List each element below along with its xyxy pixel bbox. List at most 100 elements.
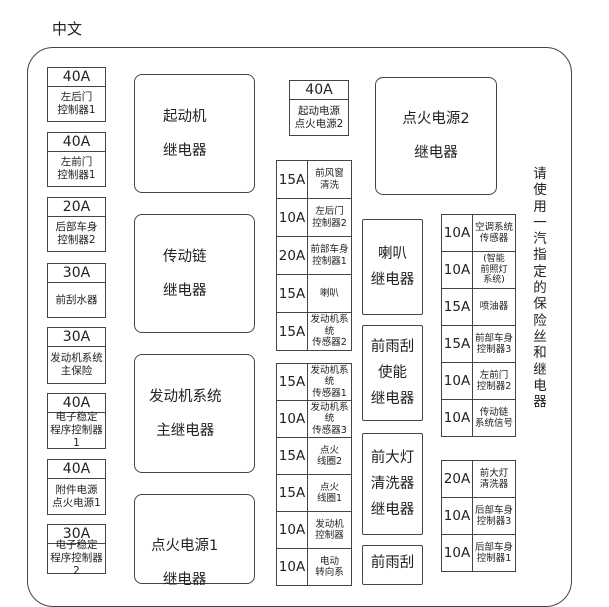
horn-relay: 喇叭 继电器	[362, 219, 423, 315]
fuse-rating: 40A	[48, 460, 105, 479]
headlamp-washer-relay: 前大灯 清洗器 继电器	[362, 433, 423, 535]
fuse-rating: 15A	[442, 289, 473, 325]
fuse-rating: 15A	[442, 326, 473, 362]
fuse-left-2: 40A 左前门 控制器1	[47, 132, 106, 187]
fuse-label: 前风窗 清洗	[315, 168, 344, 191]
drivetrain-relay: 传动链 继电器	[134, 214, 255, 333]
fuse-rating: 40A	[290, 81, 348, 100]
fuse-label: 起动电源 点火电源2	[294, 104, 344, 130]
fuse-label: 后部车身 控制器2	[55, 221, 98, 246]
fuse-rating: 10A	[277, 401, 308, 437]
usage-note: 请使用一汽指定的保险丝和继电器	[533, 166, 547, 411]
ignition2-relay: 点火电源2 继电器	[375, 77, 497, 195]
wiper-enable-relay: 前雨刮 使能 继电器	[362, 325, 423, 421]
fuse-label: 发动机 控制器	[315, 518, 344, 542]
fuse-left-7: 40A 附件电源 点火电源1	[47, 459, 106, 515]
fuse-label: 电子稳定 程序控制器2	[50, 539, 103, 577]
fuse-label: 发动机系统 传感器3	[310, 401, 349, 436]
fuse-rating: 15A	[277, 364, 308, 400]
fuse-row: 15A 点火 线圈1	[276, 474, 352, 512]
fuse-label: 发动机系统 主保险	[50, 352, 103, 377]
fuse-rating: 40A	[48, 68, 105, 87]
fuse-label: 左后门 控制器1	[57, 91, 96, 116]
fuse-rating: 15A	[277, 275, 308, 312]
fuse-label: 电子稳定 程序控制器1	[50, 411, 103, 449]
fuse-left-5: 30A 发动机系统 主保险	[47, 327, 106, 384]
fuse-rating: 10A	[442, 400, 473, 436]
fuse-label: 空调系统 传感器	[474, 221, 513, 245]
fuse-rating: 10A	[442, 215, 473, 251]
fuse-rating: 40A	[48, 133, 105, 152]
fuse-rating: 15A	[277, 475, 308, 511]
fuse-label: 前刮水器	[55, 293, 98, 306]
fuse-rating: 30A	[48, 525, 105, 544]
fuse-rating: 10A	[442, 363, 473, 399]
ignition1-relay: 点火电源1 继电器	[134, 494, 255, 588]
fuse-label: 附件电源 点火电源1	[52, 483, 101, 509]
fuse-row: 15A 喇叭	[276, 274, 352, 313]
fuse-rating: 10A	[277, 199, 308, 236]
fuse-rating: 10A	[442, 535, 473, 571]
fuse-label: 后部车身 控制器1	[474, 541, 513, 565]
fuse-rating: 10A	[442, 252, 473, 288]
fuse-rating: 40A	[48, 394, 105, 413]
fuse-label: (智能 前照灯 系统)	[480, 254, 508, 286]
engine-main-relay: 发动机系统 主继电器	[134, 354, 255, 473]
fuse-row: 15A 喷油器	[441, 288, 516, 326]
fuse-rating: 15A	[277, 438, 308, 474]
fuse-left-1: 40A 左后门 控制器1	[47, 67, 106, 122]
fuse-label: 点火 线圈1	[316, 481, 343, 505]
fuse-label: 喷油器	[479, 301, 509, 313]
fuse-label: 喇叭	[319, 287, 339, 299]
fuse-label: 传动链 系统信号	[474, 406, 513, 430]
fuse-row: 10A 发动机 控制器	[276, 511, 352, 549]
fuse-label: 前部车身 控制器1	[310, 244, 349, 267]
fuse-rating: 20A	[277, 237, 308, 274]
fuse-label: 点火 线圈2	[316, 444, 343, 468]
fuse-left-4: 30A 前刮水器	[47, 263, 106, 318]
fuse-rating: 30A	[48, 328, 105, 347]
language-label: 中文	[52, 20, 83, 38]
fuse-left-3: 20A 后部车身 控制器2	[47, 197, 106, 252]
fuse-label: 发动机系统 传感器1	[310, 364, 349, 399]
fuse-rating: 30A	[48, 264, 105, 283]
fuse-label: 左后门 控制器2	[312, 206, 347, 229]
starter-relay: 起动机 继电器	[134, 74, 255, 193]
fuse-row: 10A(智能 前照灯 系统)	[441, 251, 516, 289]
fuse-rating: 15A	[277, 161, 308, 198]
fuse-row: 15A 点火 线圈2	[276, 437, 352, 475]
fuse-label: 后部车身 控制器3	[474, 504, 513, 528]
fuse-rating: 10A	[442, 498, 473, 534]
fuse-ignition-feed: 40A 起动电源 点火电源2	[289, 80, 349, 136]
fuse-label: 发动机系统 传感器2	[310, 314, 349, 349]
fuse-row: 10A 电动 转向系	[276, 548, 352, 586]
fuse-row: 15A 前风窗 清洗	[276, 160, 352, 199]
front-wiper-relay: 前雨刮	[362, 545, 423, 585]
fuse-label: 前大灯 清洗器	[479, 467, 509, 491]
fuse-rating: 10A	[277, 512, 308, 548]
fuse-rating: 15A	[277, 313, 308, 350]
fuse-label: 左前门 控制器1	[57, 156, 96, 181]
fuse-left-6: 40A 电子稳定 程序控制器1	[47, 393, 106, 449]
fuse-rating: 20A	[442, 461, 473, 497]
fuse-rating: 10A	[277, 549, 308, 585]
fuse-label: 左前门 控制器2	[476, 369, 512, 393]
fuse-label: 电动 转向系	[315, 555, 344, 579]
fuse-rating: 20A	[48, 198, 105, 217]
